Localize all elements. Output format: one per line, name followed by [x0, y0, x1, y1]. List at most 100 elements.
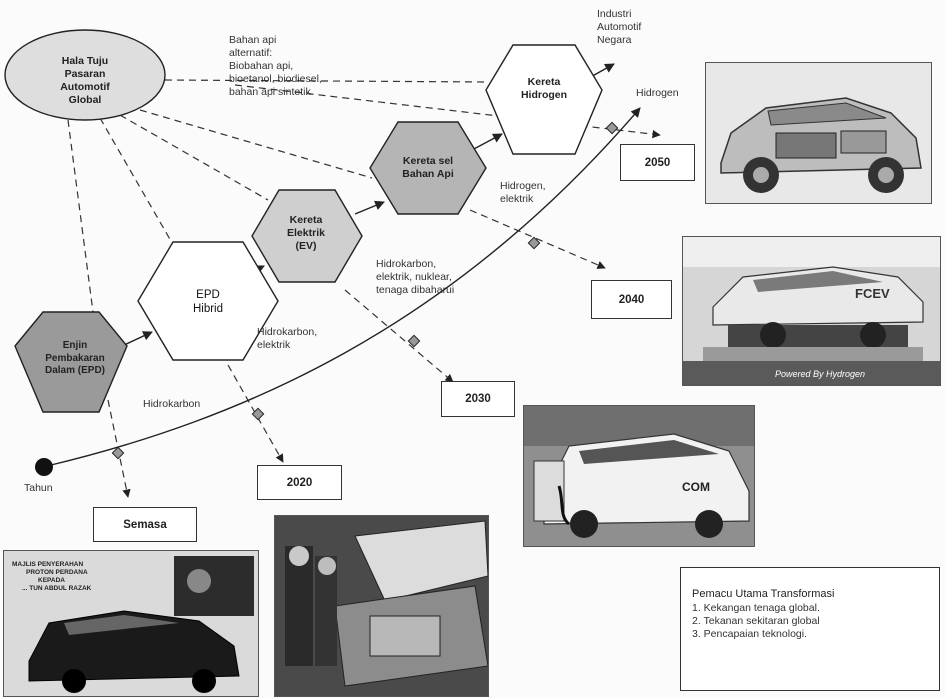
marker-2030: [407, 334, 421, 348]
curve-markers: [111, 121, 619, 460]
hex-hydrogen: [485, 44, 603, 155]
fuel-note: Bahan api alternatif: Biobahan api, bioe…: [229, 34, 322, 99]
fcev-badge: FCEV: [855, 286, 890, 301]
hex-ev: [251, 189, 363, 283]
node-hydrogen-label: Kereta Hidrogen: [504, 76, 584, 102]
fuel-note-line1: Bahan api: [229, 34, 277, 46]
fuel-note-line5: bahan api sintetik: [229, 86, 311, 98]
node-epd-line1: Enjin: [62, 340, 88, 351]
fuel-note-line3: Biobahan api,: [229, 60, 294, 72]
link-market-hydrogen: [164, 79, 489, 83]
hybrid-engine-illustration: [275, 516, 488, 696]
arrow-fuelcell-hydrogen: [471, 133, 503, 151]
ev-charging-illustration: [524, 406, 754, 546]
legend-item-1: 1. Kekangan tenaga global.: [692, 602, 820, 614]
energy-hybrid: Hidrokarbon, elektrik: [257, 326, 317, 352]
hex-fuelcell: [369, 121, 487, 215]
node-hybrid-label: EPD Hibrid: [168, 288, 248, 316]
market-title: Hala Tuju Pasaran Automotif Global: [40, 55, 130, 107]
photo-hybrid-engine: [274, 515, 489, 697]
hex-hybrid: [137, 241, 279, 361]
node-epd-line2: Pembakaran: [45, 352, 105, 364]
energy-ev-line1: Hidrokarbon,: [376, 258, 437, 270]
timeline-axis-label: Tahun: [24, 482, 53, 494]
energy-hydrogen: Hidrogen: [636, 87, 679, 99]
node-fuelcell-line1: Kereta sel: [402, 155, 454, 167]
energy-ev: Hidrokarbon, elektrik, nuklear, tenaga d…: [376, 258, 454, 297]
leader-2030: [344, 289, 454, 383]
node-fuelcell-line2: Bahan Api: [402, 168, 454, 180]
node-hybrid-line2: Hibrid: [192, 303, 224, 315]
photo-fcev: FCEV Powered By Hydrogen: [682, 236, 941, 386]
proton-illustration: [4, 551, 258, 696]
proton-banner: MAJLIS PENYERAHAN PROTON PERDANA KEPADA …: [12, 561, 91, 593]
node-hydrogen-line2: Hidrogen: [520, 89, 568, 101]
proton-line2: PROTON PERDANA: [26, 569, 88, 576]
market-links: [67, 79, 489, 313]
legend-item-3: 3. Pencapaian teknologi.: [692, 628, 808, 640]
energy-fuelcell-line2: elektrik: [500, 193, 534, 205]
energy-fuelcell-line1: Hidrogen,: [500, 180, 546, 192]
year-box-2040: 2040: [591, 280, 672, 319]
node-hybrid-line1: EPD: [196, 289, 220, 301]
market-line1: Hala Tuju: [61, 55, 109, 67]
node-ev-line3: (EV): [295, 240, 317, 252]
market-line4: Global: [68, 94, 102, 106]
legend-title: Pemacu Utama Transformasi: [692, 588, 835, 600]
photo-hydrogen-suv: [705, 62, 932, 204]
market-line3: Automotif: [60, 81, 110, 93]
timeline-curve: [46, 107, 641, 467]
marker-2050: [605, 121, 619, 135]
fcev-illustration: [683, 237, 940, 385]
ev-badge: COM: [682, 480, 710, 494]
link-market-hybrid: [99, 117, 176, 249]
arrow-ev-fuelcell: [354, 200, 385, 215]
photo-proton-perdana: MAJLIS PENYERAHAN PROTON PERDANA KEPADA …: [3, 550, 259, 697]
legend-box: Pemacu Utama Transformasi 1. Kekangan te…: [680, 567, 940, 691]
hydrogen-suv-illustration: [706, 63, 931, 203]
marker-semasa: [111, 446, 125, 460]
node-hydrogen-line1: Kereta: [527, 76, 561, 88]
industry-line2: Automotif: [597, 21, 642, 33]
link-market-fuelcell: [139, 109, 373, 179]
energy-epd: Hidrokarbon: [143, 398, 201, 410]
hex-epd: [14, 311, 128, 413]
node-ev-label: Kereta Elektrik (EV): [266, 214, 346, 253]
leader-2040: [469, 209, 606, 269]
legend-item-2: 2. Tekanan sekitaran global: [692, 615, 820, 627]
year-box-2030: 2030: [441, 381, 515, 417]
energy-ev-line2: elektrik, nuklear,: [376, 271, 452, 283]
fcev-caption: Powered By Hydrogen: [775, 369, 866, 379]
industry-label: Industri Automotif Negara: [597, 8, 641, 47]
arrow-epd-hybrid: [121, 331, 153, 347]
node-epd-line3: Dalam (EPD): [44, 365, 105, 376]
node-ev-line2: Elektrik: [287, 227, 325, 239]
node-ev-line1: Kereta: [289, 214, 323, 226]
market-line2: Pasaran: [64, 68, 106, 80]
energy-hybrid-line1: Hidrokarbon,: [257, 326, 318, 338]
marker-2020: [251, 407, 265, 421]
energy-hybrid-line2: elektrik: [257, 339, 291, 351]
year-box-semasa: Semasa: [93, 507, 197, 542]
proton-line4: ... TUN ABDUL RAZAK: [22, 585, 92, 592]
proton-line1: MAJLIS PENYERAHAN: [12, 561, 84, 568]
marker-2040: [527, 236, 541, 250]
energy-ev-line3: tenaga dibaharui: [376, 284, 455, 296]
fuel-note-line4: bioetanol, biodiesel,: [229, 73, 322, 85]
fuel-note-line2: alternatif:: [229, 47, 273, 59]
energy-fuelcell: Hidrogen, elektrik: [500, 180, 546, 206]
timeline-start-dot: [35, 458, 53, 476]
node-fuelcell-label: Kereta sel Bahan Api: [388, 155, 468, 181]
link-market-ev: [119, 114, 269, 201]
proton-line3: KEPADA: [38, 577, 65, 584]
node-epd-label: Enjin Pembakaran Dalam (EPD): [32, 340, 118, 378]
photo-ev-charging: COM: [523, 405, 755, 547]
year-box-2020: 2020: [257, 465, 342, 500]
leader-2020: [227, 364, 284, 463]
industry-line1: Industri: [597, 8, 632, 20]
industry-line3: Negara: [597, 34, 632, 46]
market-ellipse: [4, 29, 166, 121]
link-market-epd: [67, 119, 94, 313]
